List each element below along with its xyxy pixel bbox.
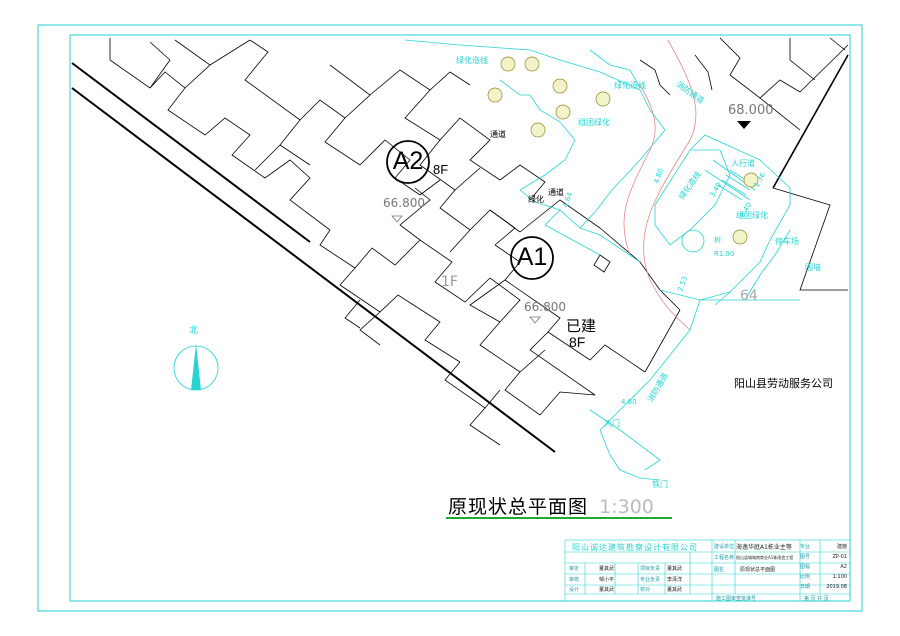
dimension-label: 1.36	[752, 171, 768, 189]
title-block-company: 阳山诚达建筑勘察设计有限公司	[572, 543, 698, 552]
label-edge-number: 64	[740, 288, 758, 304]
tree-symbols	[487, 56, 759, 245]
title-block-footer: 施工图审查批准号	[716, 596, 757, 602]
label-fire-lane-2: 消防通道	[646, 371, 670, 404]
building-a1-code: A1	[516, 243, 548, 271]
north-arrow-icon	[191, 344, 201, 390]
dimension-label: 2.53	[676, 275, 690, 293]
dimension-label: 4.80	[621, 398, 637, 406]
dimension-label: R1.90	[714, 250, 735, 258]
title-block-footer-right: 第 页 共 页	[804, 596, 829, 602]
tree-icon	[732, 229, 748, 245]
building-outlines	[109, 38, 681, 446]
label-green-belt-3: 绿化造线	[677, 169, 703, 202]
building-a1-circle	[510, 236, 554, 280]
label-planter: 树	[714, 236, 721, 244]
dimension-label: 3.40	[708, 181, 724, 199]
title-block-project-name-label: 工程名称	[714, 555, 735, 561]
tree-icon	[555, 104, 571, 120]
label-sidewalk: 人行道	[731, 159, 755, 168]
title-block-project-name-value: 阳山县城城南商业A1栋改造工程	[736, 555, 794, 560]
building-a1-floors: 8F	[569, 334, 586, 350]
building-a2-elevation: 66.800	[383, 196, 425, 210]
label-road-2: 通道	[548, 188, 564, 197]
one-floor-label: 1F	[441, 274, 458, 290]
elevation-markers	[391, 215, 541, 324]
building-a2-circle	[386, 140, 430, 184]
building-a1-status: 已建	[566, 317, 597, 335]
label-parking: 停车场	[775, 237, 799, 246]
building-a1-elevation: 66.800	[524, 300, 566, 314]
elevation-marker-black	[737, 121, 751, 129]
north-label: 北	[189, 326, 199, 336]
building-a2-floors: 8F	[433, 162, 449, 177]
street-lines	[71, 62, 556, 453]
title-block-project-value: 海逸华庭A1栋业主等	[736, 544, 792, 551]
title-block-meta: 专业 建施 图号 ZP-01 图幅 A2 比例 1:100 日期 2019.08	[800, 544, 847, 590]
title-block-grid	[564, 539, 851, 602]
label-fire-lane-1: 消防通道	[674, 79, 706, 106]
label-gate-1: 大门	[604, 419, 620, 428]
tree-icon	[530, 122, 546, 138]
title-block-row: 审定 董其武 项目负责 董其武	[569, 566, 683, 572]
label-gate-2: 铁门	[652, 480, 668, 489]
dimension-label: 4.80	[652, 167, 666, 185]
tree-icon	[487, 87, 503, 103]
label-green-area-2: 组团绿化	[736, 211, 768, 220]
inner-frame	[69, 34, 851, 602]
tree-icon	[743, 172, 759, 188]
tree-icon	[524, 56, 540, 72]
label-boundary: 围墙	[805, 263, 821, 272]
title-block-drawing-name-value: 原现状总平面图	[740, 567, 776, 573]
drawing-title-main: 原现状总平面图	[448, 496, 589, 518]
label-elevation-top: 68.000	[728, 103, 774, 118]
label-green-belt-1: 绿化造线	[456, 56, 488, 65]
tree-icon	[595, 91, 611, 107]
tree-icon	[552, 78, 568, 94]
building-a2-code: A2	[392, 147, 424, 175]
title-block-row: 审核 邹小平 专业负责 李泽洋	[569, 577, 683, 583]
title-block-drawing-name-label: 图名	[714, 567, 725, 573]
fire-lane-lines	[623, 39, 697, 331]
tree-icon	[500, 56, 516, 72]
label-road-1: 通道	[490, 130, 506, 139]
title-block-project-label: 建设单位	[714, 544, 735, 550]
drawing-title-scale: 1:300	[599, 496, 654, 518]
right-building-outlines	[639, 37, 849, 291]
outer-frame	[37, 24, 863, 612]
label-green-small: 绿化	[528, 195, 544, 204]
drawing-title: 原现状总平面图 1:300	[448, 492, 654, 519]
label-green-area-1: 组团绿化	[578, 118, 610, 127]
site-features	[404, 39, 800, 481]
label-green-belt-2: 绿化造线	[614, 81, 646, 90]
title-block-row: 设计 董其武 校对 董其武	[569, 587, 683, 593]
neighbor-company-label: 阳山县劳动服务公司	[734, 377, 833, 390]
